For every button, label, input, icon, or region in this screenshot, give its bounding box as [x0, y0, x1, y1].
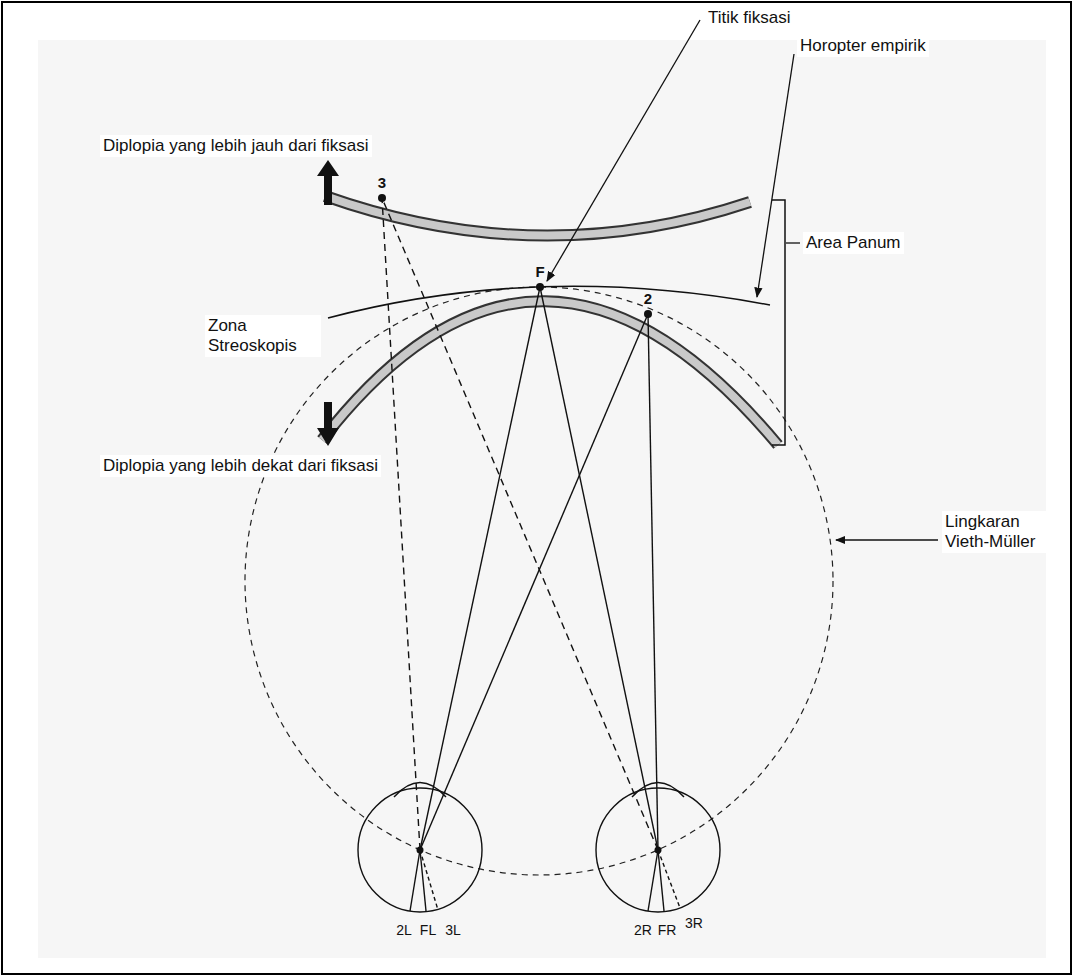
visual-line	[382, 198, 420, 850]
right-cornea	[632, 783, 684, 798]
retina-label: 3L	[445, 922, 461, 939]
retina-ray	[658, 850, 680, 908]
visual-line	[420, 287, 540, 850]
leader-arrow	[547, 20, 700, 281]
right-eye	[596, 788, 720, 912]
vieth-muller-circle	[245, 287, 833, 875]
retina-ray	[648, 850, 658, 911]
panum-near-band	[322, 301, 778, 445]
panum-bracket	[772, 200, 785, 445]
bracket-tick	[786, 242, 800, 243]
panum-far-band	[325, 196, 750, 236]
annotation-label: Area Panum	[803, 232, 904, 254]
near-diplopia-arrow	[317, 402, 339, 446]
leader-arrow	[836, 539, 938, 540]
retina-label: 3R	[685, 915, 703, 932]
annotation-label: Diplopia yang lebih jauh dari fiksasi	[100, 135, 372, 157]
scan-ground	[38, 40, 1046, 958]
panum-near-band-edge	[322, 301, 778, 445]
nodal-point	[417, 847, 424, 854]
leader-arrow	[757, 54, 794, 297]
left-cornea	[394, 783, 446, 798]
visual-line	[382, 198, 658, 850]
retina-ray	[420, 850, 438, 910]
visual-line	[648, 314, 658, 850]
point-label: 2	[644, 290, 652, 308]
empirical-horopter	[328, 286, 770, 318]
annotation-label: Titik fiksasi	[705, 7, 794, 29]
annotation-label: Horopter empirik	[797, 35, 929, 57]
visual-line	[540, 287, 658, 850]
nodal-point	[655, 847, 662, 854]
annotation-label: Diplopia yang lebih dekat dari fiksasi	[100, 455, 381, 477]
object-point	[378, 194, 386, 202]
point-label: F	[535, 263, 544, 281]
far-diplopia-arrow	[317, 160, 339, 205]
points	[378, 194, 662, 854]
panum-far-band-edge	[325, 196, 750, 236]
retina-label: 2L	[396, 922, 412, 939]
visual-lines	[382, 198, 680, 911]
object-point	[644, 310, 652, 318]
retina-label: FL	[420, 922, 436, 939]
point-label: 3	[378, 174, 386, 192]
retina-label: 2R	[634, 922, 652, 939]
retina-ray	[410, 850, 420, 911]
visual-line	[420, 314, 648, 850]
left-eye	[358, 788, 482, 912]
eyes	[358, 783, 720, 913]
retina-label: FR	[658, 922, 677, 939]
annotation-label: Lingkaran Vieth-Müller	[942, 511, 1063, 554]
zone-label: Zona Streoskopis	[205, 315, 321, 358]
fixation-point	[536, 283, 544, 291]
